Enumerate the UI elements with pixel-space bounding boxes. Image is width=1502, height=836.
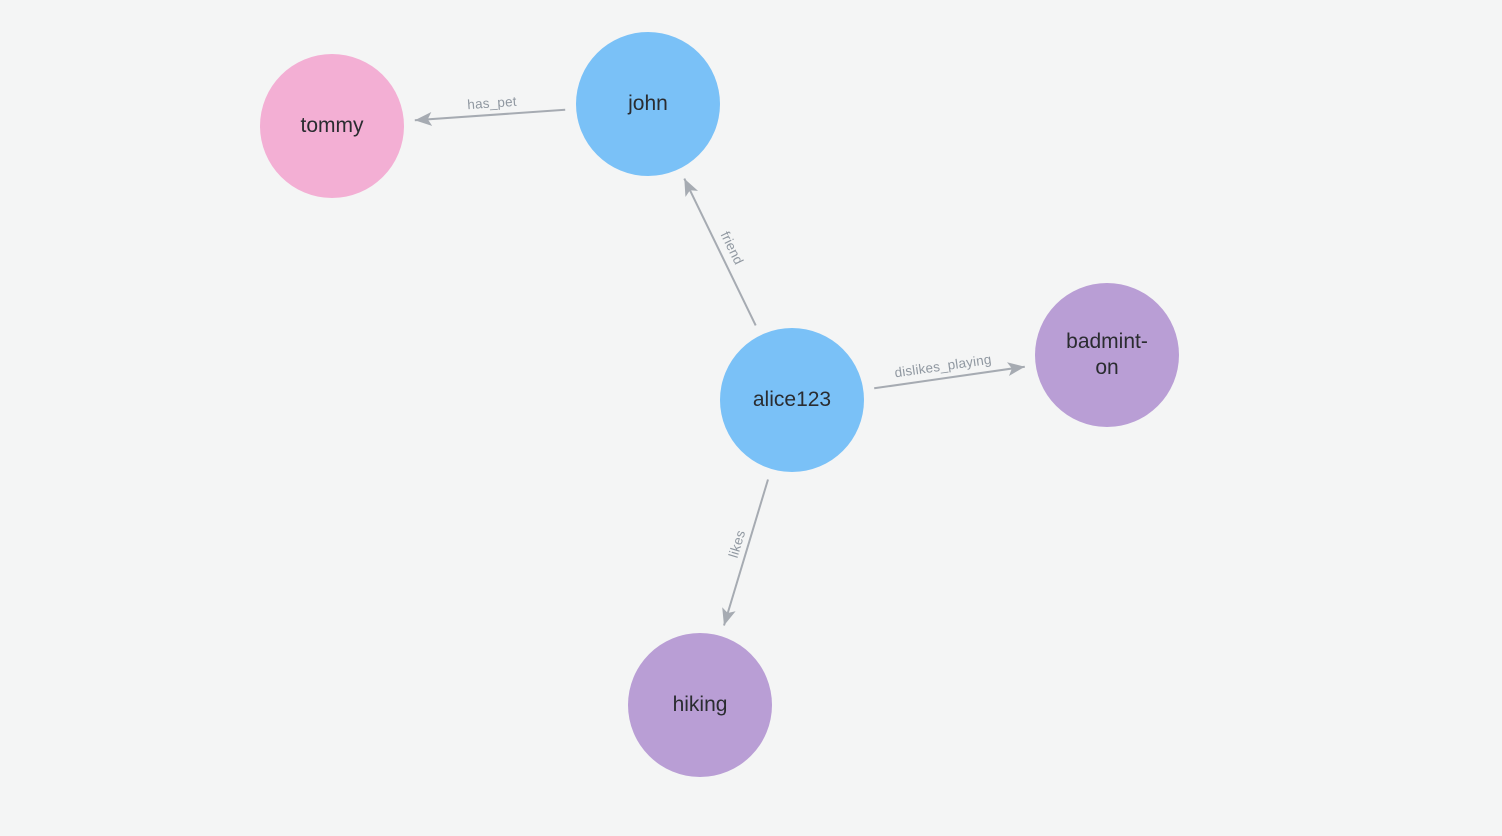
node-tommy[interactable]: tommy (260, 54, 404, 198)
edge-line-has-pet[interactable] (414, 108, 566, 127)
node-john-label: john (628, 92, 668, 116)
node-alice123[interactable]: alice123 (720, 328, 864, 472)
edge-line-dislikes-playing[interactable] (874, 362, 1025, 390)
edge-john-tommy[interactable]: has_pet (414, 94, 566, 127)
edge-line-friend[interactable] (683, 178, 757, 326)
node-hiking[interactable]: hiking (628, 633, 772, 777)
node-hiking-label: hiking (672, 693, 728, 717)
edge-alice123-hiking[interactable]: likes (722, 479, 769, 626)
edge-alice123-badminton[interactable]: dislikes_playing (874, 352, 1025, 390)
node-john[interactable]: john (576, 32, 720, 176)
edge-label-friend[interactable]: friend (718, 229, 747, 267)
node-badminton[interactable]: badmint- on (1035, 283, 1179, 427)
node-badminton-label-line1: badmint- (1066, 330, 1148, 354)
edge-label-has-pet[interactable]: has_pet (467, 94, 517, 112)
node-tommy-label: tommy (300, 114, 364, 138)
node-badminton-label-line2: on (1095, 356, 1119, 379)
edge-label-dislikes-playing[interactable]: dislikes_playing (894, 352, 993, 381)
edge-alice123-john[interactable]: friend (683, 178, 757, 326)
node-alice123-label: alice123 (752, 388, 832, 412)
edge-line-likes[interactable] (722, 479, 769, 626)
